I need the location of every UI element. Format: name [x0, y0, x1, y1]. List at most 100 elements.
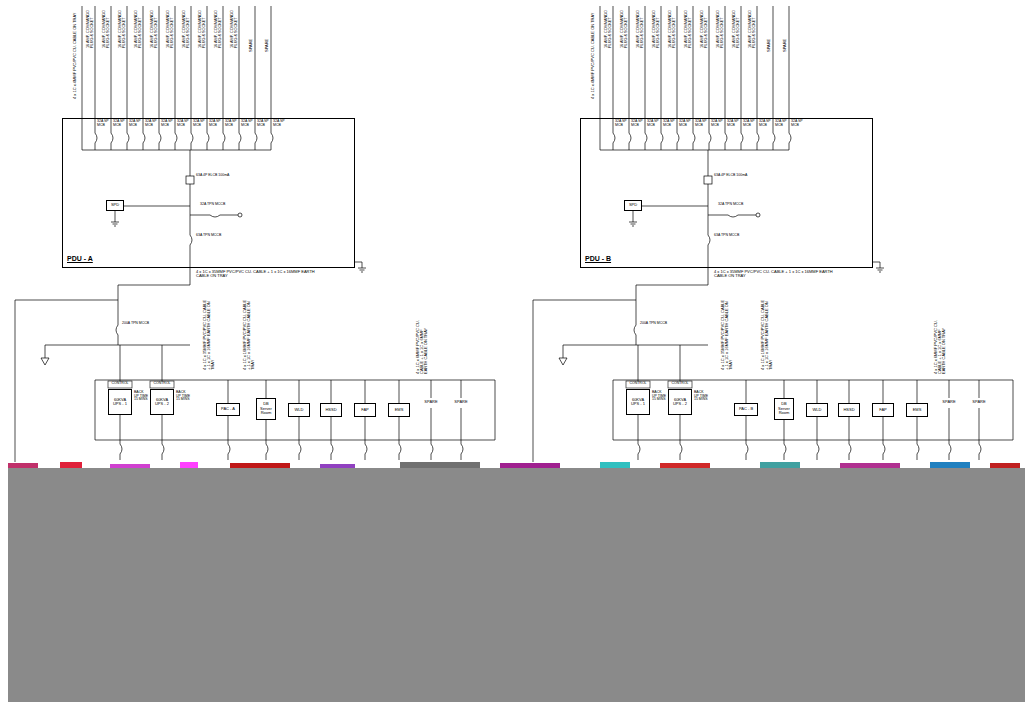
wire [431, 408, 432, 444]
equipment-box: DB Server Room [774, 398, 794, 420]
rating-label: 32A SP MCB [663, 120, 676, 127]
wire [613, 6, 614, 133]
rating-label: 63A TPN MCCB [714, 234, 744, 238]
wire [431, 454, 432, 460]
breaker-symbol [207, 133, 209, 143]
breaker-symbol [709, 133, 711, 143]
wire [629, 143, 630, 150]
wire [709, 6, 710, 133]
rating-label: 32A SP MCB [695, 120, 708, 127]
rating-label: 32A SP MCB [647, 120, 660, 127]
breaker-symbol [143, 133, 145, 143]
cable-label: 16 AMP. COMMANDO PLUG & SOCKET [166, 4, 174, 48]
wire [600, 6, 601, 150]
equipment-label: EMS [913, 408, 922, 412]
wire [331, 454, 332, 460]
wire [461, 380, 462, 398]
rating-label: 200A TPN MCCB [122, 322, 150, 326]
earth-symbol [113, 224, 118, 225]
terminal-symbol [756, 213, 760, 217]
wire [239, 6, 240, 133]
equipment-label: WLD [295, 408, 304, 412]
wire [162, 345, 163, 381]
rating-label: 32A SP MCB [97, 120, 110, 127]
wire [220, 215, 238, 216]
cable-label: 4 x 1C x 4MMF PVC/PVC CU. CABLE ON TRAY [591, 4, 595, 99]
wire [629, 6, 630, 133]
breaker-symbol [228, 444, 230, 454]
scan-artifact [930, 462, 970, 468]
breaker-symbol [638, 444, 640, 454]
wire [979, 454, 980, 460]
equipment-label: HSSD [843, 408, 854, 412]
rating-label: 32A SP MCB [743, 120, 756, 127]
rating-label: 32A SP MCB [209, 120, 222, 127]
rating-label: 32A SP MCB [193, 120, 206, 127]
wire [638, 454, 639, 460]
rating-label: CONTROL [150, 382, 174, 386]
elcb-symbol [704, 176, 712, 184]
wire [15, 300, 118, 462]
scan-artifact [8, 463, 38, 468]
wire [613, 143, 614, 150]
wire [255, 143, 256, 150]
wire [725, 143, 726, 150]
blank-region [8, 468, 1025, 702]
cable-label: 16 AMP. COMMANDO PLUG & SOCKET [700, 4, 708, 48]
wire [239, 143, 240, 150]
breaker-symbol [223, 133, 225, 143]
breaker-symbol [299, 444, 301, 454]
wire [949, 408, 950, 444]
rating-label: SPARE [940, 400, 958, 404]
wire [266, 380, 267, 398]
rating-label: 32A SP MCB [241, 120, 254, 127]
rating-label: 32A SP MCB [177, 120, 190, 127]
equipment-box: PAC - A [216, 403, 240, 416]
wire [191, 6, 192, 133]
wire [633, 211, 634, 222]
rating-label: SPARE [452, 400, 470, 404]
wire [159, 143, 160, 150]
bypass-symbol [559, 358, 567, 365]
terminal-symbol [238, 213, 242, 217]
wire [191, 143, 192, 150]
equipment-label: 60KVA UPS - 2 [152, 398, 172, 407]
wire [118, 268, 190, 325]
breaker-symbol [746, 444, 748, 454]
rating-label: 32A SP MCB [631, 120, 644, 127]
breaker-symbol [789, 133, 791, 143]
control-box [150, 381, 174, 388]
rating-label: 32A SP MCB [145, 120, 158, 127]
earth-symbol [876, 268, 884, 269]
wire [642, 206, 708, 207]
wire [365, 380, 366, 403]
rating-label: 63A TPN MCCB [196, 234, 226, 238]
wire [849, 380, 850, 403]
wire [162, 454, 163, 460]
wire [331, 380, 332, 403]
rating-label: 200A TPN MCCB [640, 322, 668, 326]
breaker-symbol [661, 133, 663, 143]
wire [355, 262, 362, 268]
equipment-label: EMS [395, 408, 404, 412]
scan-artifact [840, 463, 900, 468]
wire [143, 6, 144, 133]
wire [111, 6, 112, 133]
wire [708, 150, 709, 176]
wire [873, 262, 880, 268]
wire [917, 454, 918, 460]
rating-label: CONTROL [626, 382, 650, 386]
scan-artifact [230, 463, 290, 468]
earth-symbol [879, 272, 881, 273]
wire [95, 6, 96, 133]
wire [159, 6, 160, 133]
cable-label: 4 x 1C x 6MMF PVC/PVC CU. CABLE + 1 x 1C… [934, 318, 947, 374]
equipment-box: WLD [288, 403, 310, 417]
wire [738, 215, 756, 216]
cable-label: 16 AMP. COMMANDO PLUG & SOCKET [748, 4, 756, 48]
breaker-symbol [111, 133, 113, 143]
cable-label: 4 x 1C x 16MMF PVC/PVC CU. CABLE + 1 x 1… [243, 298, 256, 370]
scan-artifact [400, 462, 480, 468]
equipment-box: 60KVA UPS - 1 [108, 389, 132, 415]
